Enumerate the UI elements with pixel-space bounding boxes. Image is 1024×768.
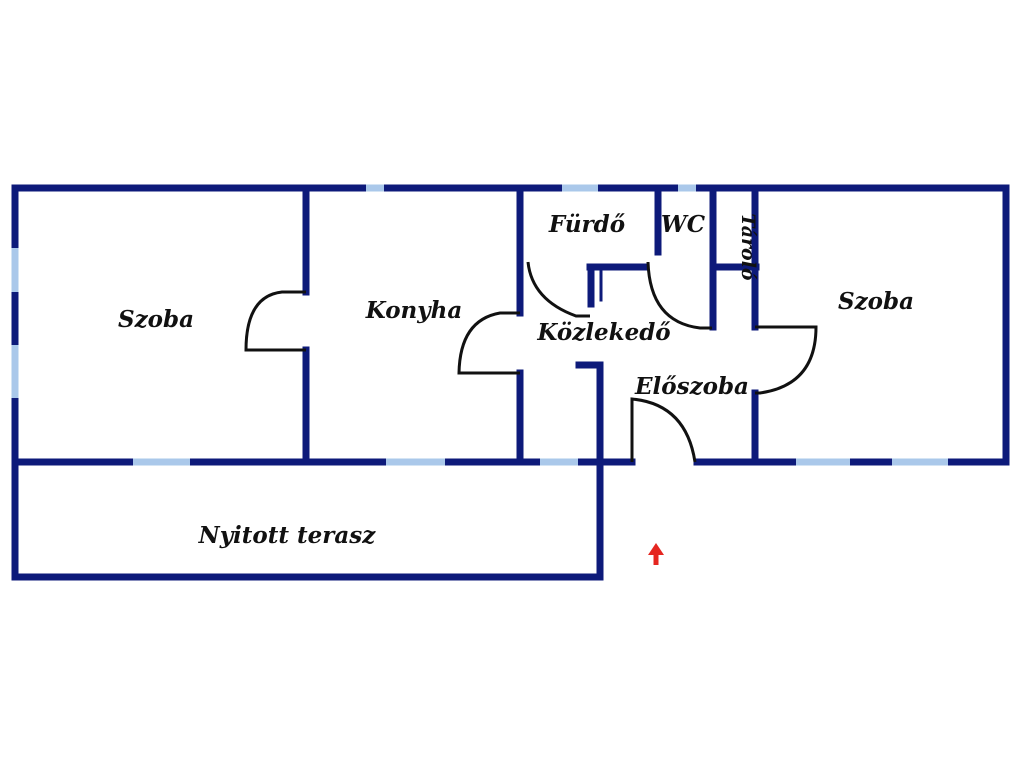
- door-szoba-right: [755, 325, 818, 395]
- room-label-tarolo: Tároló: [737, 213, 759, 281]
- door-konyha-kozlekedo: [457, 311, 520, 375]
- doors: [244, 261, 818, 463]
- entrance-arrow-head: [648, 543, 664, 555]
- door-entrance: [630, 397, 697, 463]
- door-furdo: [526, 261, 590, 318]
- entrance-arrow-icon: [648, 543, 664, 565]
- door-szoba-konyha: [244, 290, 306, 352]
- room-labels: Szoba Konyha Fürdő WC Tároló Közlekedő E…: [118, 211, 914, 549]
- room-label-furdo: Fürdő: [548, 211, 625, 238]
- entrance-arrow-shaft: [653, 554, 659, 565]
- room-label-terasz: Nyitott terasz: [198, 522, 377, 549]
- windows: [11, 184, 948, 466]
- room-label-konyha: Konyha: [365, 297, 463, 324]
- door-wc: [646, 261, 712, 330]
- room-label-szoba-right: Szoba: [838, 288, 914, 315]
- room-label-wc: WC: [661, 211, 706, 238]
- room-label-eloszoba: Előszoba: [634, 373, 749, 400]
- room-label-kozlekedo: Közlekedő: [536, 319, 670, 346]
- walls: [11, 184, 1010, 581]
- room-label-szoba-left: Szoba: [118, 306, 194, 333]
